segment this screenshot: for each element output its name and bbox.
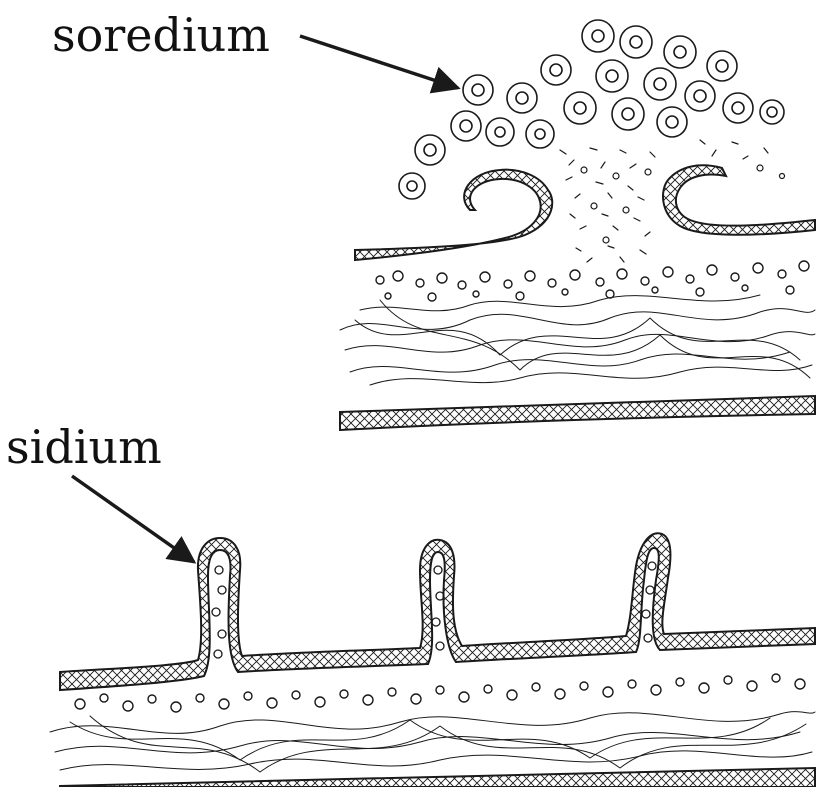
soredium-granule xyxy=(664,36,696,68)
soredium-medulla-hyphae xyxy=(340,295,815,385)
soredium-granule xyxy=(486,118,514,146)
soredium-lower-cortex xyxy=(340,396,815,430)
soredium-granule xyxy=(399,173,425,199)
soredium-granule xyxy=(685,81,715,111)
soredium-upper-cortex-right xyxy=(663,165,815,234)
soredium-granule xyxy=(596,60,628,92)
soredium-section xyxy=(340,20,815,430)
soredium-granule xyxy=(526,120,554,148)
soredium-algal-layer xyxy=(376,261,809,301)
soredium-granule xyxy=(564,92,596,124)
soredium-granule xyxy=(723,93,753,123)
soredium-granule xyxy=(415,135,445,165)
soredium-granule xyxy=(760,100,784,124)
soredium-pointer-arrow xyxy=(300,36,458,88)
soredium-granule xyxy=(541,55,571,85)
isidium-section xyxy=(50,533,815,787)
soredium-granule xyxy=(582,20,614,52)
soredium-granule xyxy=(657,107,687,137)
soredium-granule xyxy=(507,83,537,113)
isidium-medulla-hyphae xyxy=(50,712,815,772)
isidium-upper-cortex xyxy=(60,533,815,690)
soredium-upper-cortex-left xyxy=(355,170,552,260)
soredium-label: soredium xyxy=(52,12,270,58)
isidium-pointer-arrow xyxy=(72,476,194,562)
soredium-granule xyxy=(463,75,493,105)
soredium-granule xyxy=(644,68,676,100)
soredium-granule xyxy=(620,26,652,58)
soredium-granule xyxy=(707,51,737,81)
isidium-lower-cortex xyxy=(60,768,815,787)
soredia-granules xyxy=(399,20,784,199)
soredium-granule xyxy=(612,98,644,130)
soredium-granule xyxy=(451,111,481,141)
isidium-label: sidium xyxy=(6,424,162,470)
